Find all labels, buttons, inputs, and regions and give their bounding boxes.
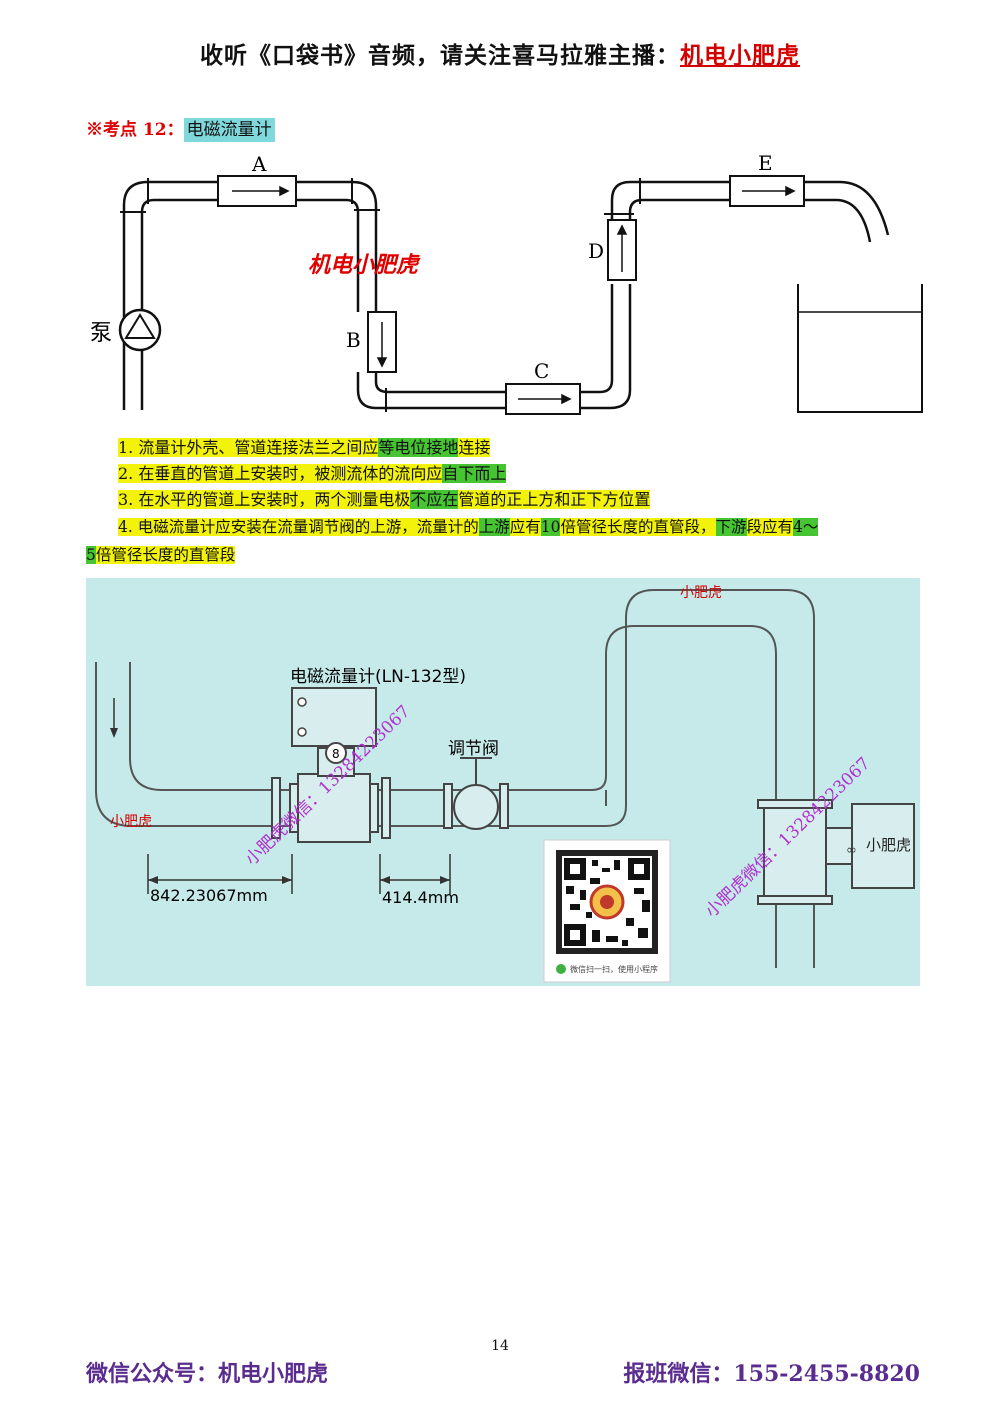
pipe-system-diagram: A B C D E 泵 机电小肥虎 [90,151,923,415]
footer-enroll-contact: 报班微信：155-2455-8820 [623,1361,920,1387]
dimension-2: 414.4mm [382,888,459,907]
label-e: E [758,151,773,175]
dimension-1: 842.23067mm [150,886,268,905]
topic-label: ※考点 12： [86,120,184,140]
note-4-five: 5 [86,546,96,564]
footer-wechat-account: 微信公众号：机电小肥虎 [86,1361,329,1387]
note-1-text: 1. 流量计外壳、管道连接法兰之间应 [118,438,379,457]
topic-name: 电磁流量计 [183,118,275,142]
page-number: 14 [491,1338,509,1354]
tag-left: 小肥虎 [110,814,152,830]
note-4: 4. 电磁流量计应安装在流量调节阀的上游，流量计的上游应有10倍管径长度的直管段… [118,515,819,539]
note-4-upstream: 上游 [478,518,510,536]
qr-code: 微信扫一扫，使用小程序 [543,839,671,983]
pump-icon [118,308,162,352]
label-pump: 泵 [90,321,112,346]
tag-top: 小肥虎 [680,585,722,601]
qr-caption: 微信扫一扫，使用小程序 [570,964,658,974]
note-1-highlight: 等电位接地 [378,438,459,457]
note-4-ten: 10 [540,518,561,536]
topic-heading: ※考点 12：电磁流量计 [86,115,275,142]
note-4-four: 4～ [793,518,819,536]
note-4-text-e: 倍管径长度的直管段 [95,546,236,564]
label-a: A [251,152,267,176]
note-3-highlight: 不应在 [410,490,459,509]
installation-drawing: 8 ∞ [95,585,915,983]
diagram-watermark: 机电小肥虎 [308,252,421,278]
note-4-text: 4. 电磁流量计应安装在流量调节阀的上游，流量计的 [118,518,479,536]
note-1-end: 连接 [458,438,491,457]
note-4-downstream: 下游 [715,518,747,536]
note-2-text: 2. 在垂直的管道上安装时，被测流体的流向应 [118,464,443,483]
meter-label: 电磁流量计(LN-132型) [290,667,466,687]
note-4-text-b: 应有 [509,518,541,536]
note-1: 1. 流量计外壳、管道连接法兰之间应等电位接地连接 [118,436,491,460]
header-prefix: 收听《口袋书》音频，请关注喜马拉雅主播： [200,42,680,69]
page-header: 收听《口袋书》音频，请关注喜马拉雅主播：机电小肥虎 [0,36,1000,70]
note-2: 2. 在垂直的管道上安装时，被测流体的流向应自下而上 [118,462,507,486]
note-2-highlight: 自下而上 [442,464,507,483]
note-4-continued: 5倍管径长度的直管段 [86,543,236,567]
meter-symbol: ∞ [846,843,857,858]
note-4-text-d: 段应有 [746,518,794,536]
valve-label: 调节阀 [448,739,499,759]
header-brand: 机电小肥虎 [680,42,800,69]
note-4-text-c: 倍管径长度的直管段， [560,518,716,536]
label-c: C [534,359,549,383]
meter-number: 8 [332,747,340,761]
note-3: 3. 在水平的管道上安装时，两个测量电极不应在管道的正上方和正下方位置 [118,488,651,512]
note-3-text: 3. 在水平的管道上安装时，两个测量电极 [118,490,411,509]
tag-right: 小肥虎 [866,836,911,854]
flowmeter-installation-diagram: 8 ∞ [86,578,920,986]
note-3-end: 管道的正上方和正下方位置 [458,490,651,509]
label-d: D [588,239,604,263]
label-b: B [346,328,361,352]
